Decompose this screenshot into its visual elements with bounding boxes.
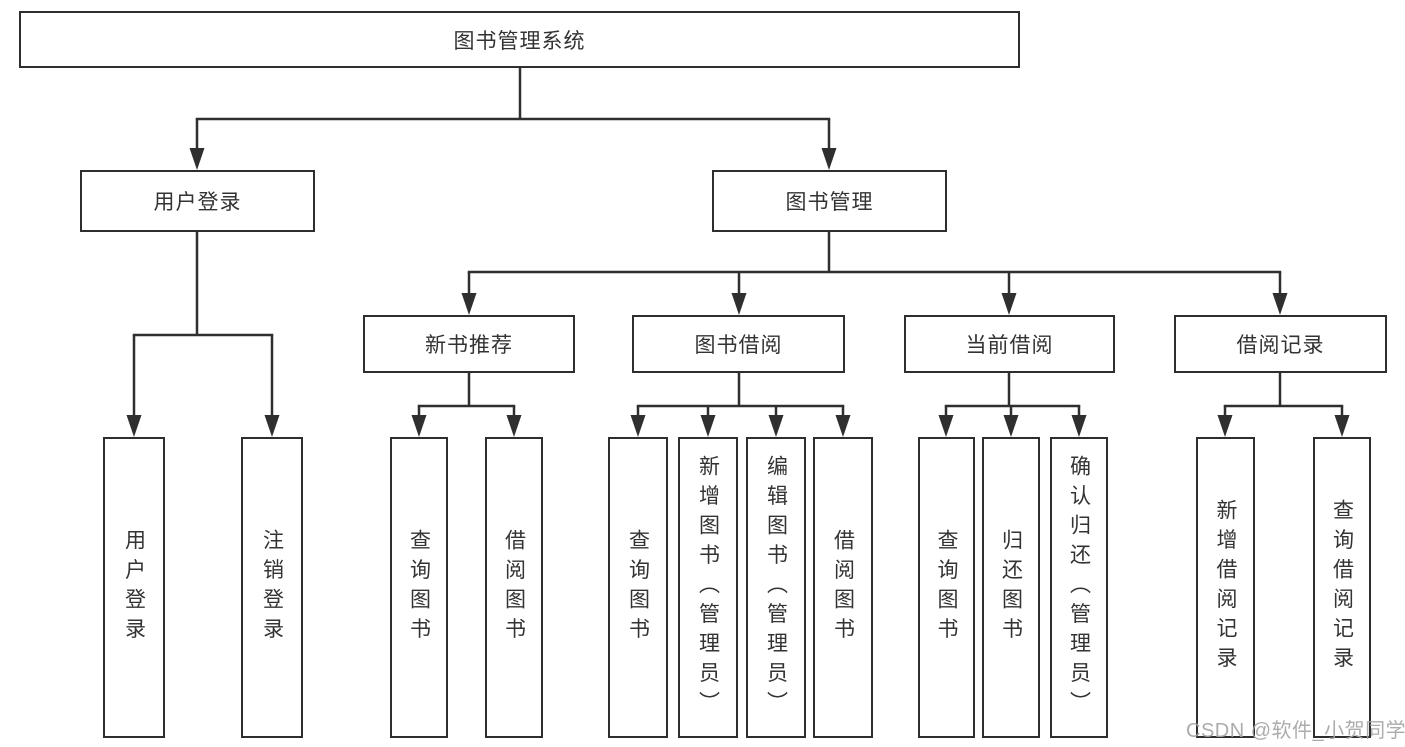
- node-book-management-label: 图书管理: [785, 191, 874, 214]
- node-user-login-label: 用户登录: [153, 191, 242, 214]
- leaf-edit-books-admin-label: 编辑图书（管理员）: [764, 454, 788, 721]
- leaf-add-borrow-record: 新增借阅记录: [1196, 437, 1255, 738]
- leaf-edit-books-admin: 编辑图书（管理员）: [746, 437, 806, 738]
- leaf-borrow-books-recommend-label: 借阅图书: [502, 528, 526, 647]
- leaf-add-books-admin-label: 新增图书（管理员）: [696, 454, 720, 721]
- node-book-borrow-label: 图书借阅: [694, 334, 783, 357]
- leaf-borrow-books: 借阅图书: [813, 437, 873, 738]
- node-root-system-label: 图书管理系统: [453, 29, 586, 53]
- leaf-return-books: 归还图书: [982, 437, 1040, 738]
- leaf-query-books-borrow-label: 查询图书: [626, 528, 650, 647]
- leaf-confirm-return-admin-label: 确认归还（管理员）: [1067, 454, 1091, 721]
- leaf-return-books-label: 归还图书: [999, 528, 1023, 647]
- node-book-borrow: 图书借阅: [632, 315, 845, 373]
- node-borrow-records-label: 借阅记录: [1236, 334, 1325, 357]
- leaf-query-borrow-record: 查询借阅记录: [1313, 437, 1371, 738]
- leaf-query-borrow-record-label: 查询借阅记录: [1330, 499, 1354, 676]
- node-root-system: 图书管理系统: [19, 11, 1020, 68]
- node-user-login: 用户登录: [80, 170, 315, 232]
- leaf-borrow-books-label: 借阅图书: [831, 528, 855, 647]
- leaf-user-login-label: 用户登录: [122, 528, 146, 647]
- node-borrow-records: 借阅记录: [1174, 315, 1387, 373]
- node-current-borrow-label: 当前借阅: [965, 334, 1054, 357]
- leaf-add-books-admin: 新增图书（管理员）: [678, 437, 738, 738]
- node-new-book-recommend: 新书推荐: [363, 315, 575, 373]
- csdn-watermark: CSDN @软件_小贺同学: [1186, 720, 1405, 742]
- leaf-add-borrow-record-label: 新增借阅记录: [1214, 499, 1237, 676]
- leaf-query-books-current-label: 查询图书: [935, 528, 958, 647]
- leaf-query-books-borrow: 查询图书: [608, 437, 668, 738]
- leaf-borrow-books-recommend: 借阅图书: [485, 437, 543, 738]
- leaf-query-books-recommend-label: 查询图书: [407, 528, 431, 647]
- leaf-query-books-recommend: 查询图书: [390, 437, 448, 738]
- leaf-query-books-current: 查询图书: [918, 437, 975, 738]
- leaf-confirm-return-admin: 确认归还（管理员）: [1050, 437, 1108, 738]
- node-book-management: 图书管理: [712, 170, 947, 232]
- leaf-logout-label: 注销登录: [260, 528, 284, 647]
- node-current-borrow: 当前借阅: [904, 315, 1115, 373]
- node-new-book-recommend-label: 新书推荐: [425, 334, 513, 357]
- leaf-user-login: 用户登录: [103, 437, 165, 738]
- leaf-logout: 注销登录: [241, 437, 303, 738]
